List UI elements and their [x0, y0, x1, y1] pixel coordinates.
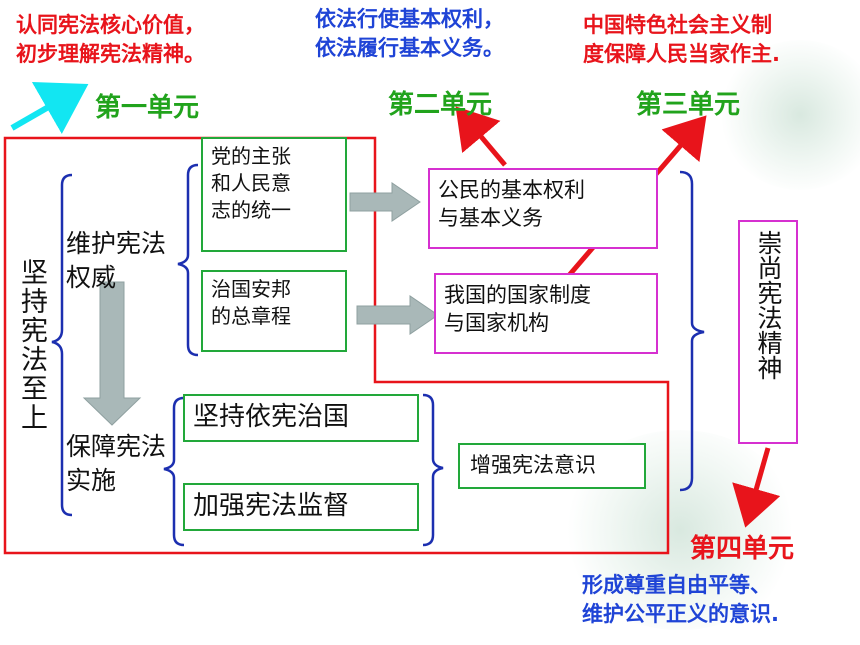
note-unit3-goal: 中国特色社会主义制 度保障人民当家作主. — [583, 11, 780, 69]
note-unit4-goal: 形成尊重自由平等、 维护公平正义的意识. — [582, 571, 779, 629]
root-text: 坚持宪法至上 — [16, 258, 47, 432]
note-line: 认同宪法核心价值， — [16, 13, 205, 37]
box-rule-by-constitution: 坚持依宪治国 — [183, 394, 419, 442]
note-line: 中国特色社会主义制 — [583, 13, 772, 37]
box-line: 的总章程 — [211, 304, 291, 328]
box-text: 坚持依宪治国 — [193, 402, 350, 432]
unit2-label: 第二单元 — [388, 90, 493, 120]
box-strengthen-supervision: 加强宪法监督 — [183, 483, 419, 531]
unit3-label: 第三单元 — [636, 90, 741, 120]
box-rights-duties: 公民的基本权利 与基本义务 — [428, 168, 658, 249]
unit2-arrow — [455, 106, 507, 167]
note-line: 初步理解宪法精神。 — [16, 42, 205, 66]
note-unit2-goal: 依法行使基本权利， 依法履行基本义务。 — [315, 5, 504, 63]
box-line: 与国家机构 — [444, 311, 549, 335]
brace-branch2 — [163, 396, 185, 547]
note-line: 依法履行基本义务。 — [315, 36, 504, 60]
box-text: 加强宪法监督 — [193, 491, 350, 521]
watermark-blob — [720, 40, 860, 190]
unit1-label: 第一单元 — [95, 93, 200, 123]
unit1-outline — [3, 136, 670, 555]
brace-branch1 — [177, 163, 199, 357]
unit4-label: 第四单元 — [690, 534, 795, 564]
gray-arrow-right-1 — [349, 182, 421, 222]
note-line: 度保障人民当家作主. — [583, 42, 780, 66]
branch2-text: 保障宪法实施 — [66, 432, 167, 495]
box-state-charter: 治国安邦 的总章程 — [201, 270, 347, 352]
brace-root — [51, 173, 73, 517]
note-unit1-goal: 认同宪法核心价值， 初步理解宪法精神。 — [16, 11, 205, 69]
box-line: 公民的基本权利 — [438, 178, 585, 202]
unit1-pointer-arrow — [10, 81, 89, 134]
box-line: 和人民意 — [211, 171, 291, 195]
box-line: 党的主张 — [211, 144, 291, 168]
branch2-label: 保障宪法实施 — [66, 430, 178, 498]
box-revere-spirit: 崇尚宪法精神 — [738, 220, 798, 444]
note-line: 形成尊重自由平等、 — [582, 573, 771, 597]
box-line: 志的统一 — [211, 198, 291, 222]
box-state-system: 我国的国家制度 与国家机构 — [434, 273, 658, 354]
box-text: 增强宪法意识 — [470, 453, 596, 477]
box-party-will: 党的主张 和人民意 志的统一 — [201, 137, 347, 252]
note-line: 维护公平正义的意识. — [582, 602, 779, 626]
brace-right-group — [422, 393, 444, 547]
branch1-text: 维护宪法权威 — [66, 229, 167, 292]
branch1-label: 维护宪法权威 — [66, 227, 178, 295]
box-line: 我国的国家制度 — [444, 283, 591, 307]
box-text: 崇尚宪法精神 — [754, 230, 783, 380]
gray-arrow-right-2 — [356, 295, 439, 335]
box-line: 治国安邦 — [211, 277, 291, 301]
gray-arrow-down — [82, 281, 142, 426]
root-label: 坚持宪法至上 — [15, 258, 47, 440]
note-line: 依法行使基本权利， — [315, 7, 504, 31]
unit4-arrow — [732, 447, 781, 528]
brace-spirit — [679, 170, 705, 492]
box-constitutional-awareness: 增强宪法意识 — [458, 443, 646, 489]
box-line: 与基本义务 — [438, 206, 543, 230]
